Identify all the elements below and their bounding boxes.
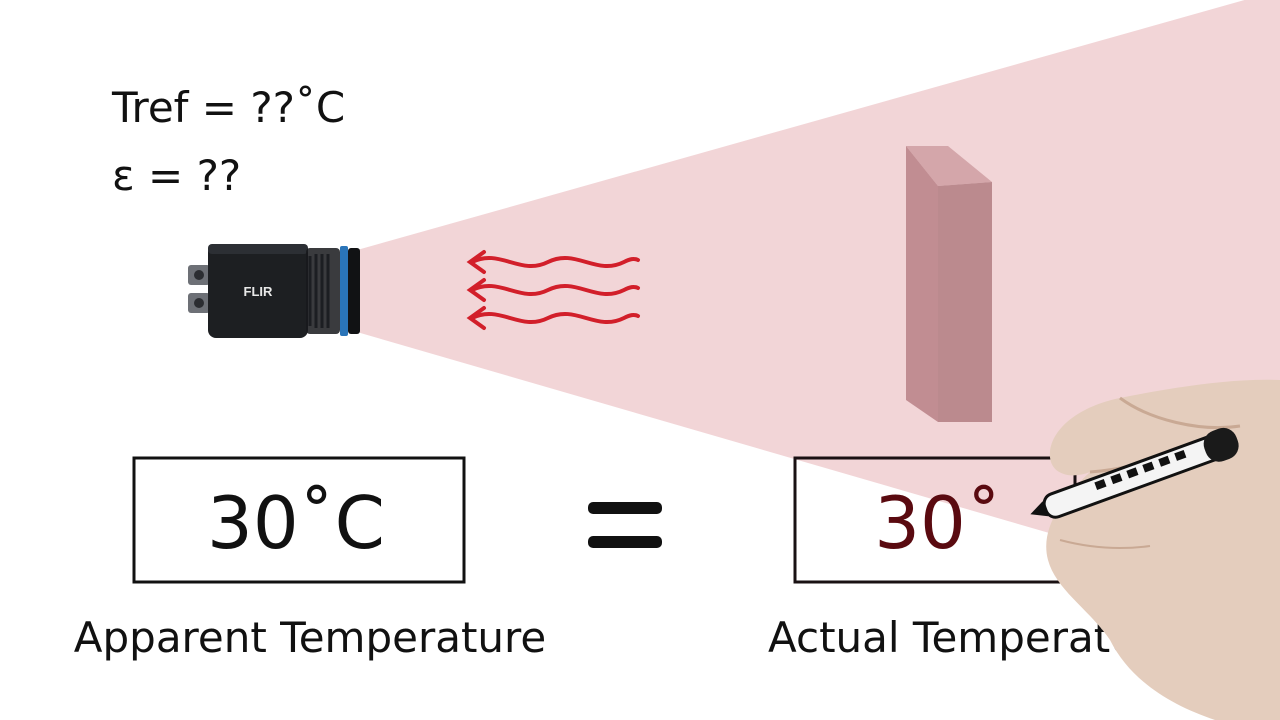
apparent-temperature-label: Apparent Temperature [74, 613, 546, 662]
wave-arrow-top [466, 250, 640, 274]
hand-skin [1046, 379, 1280, 720]
camera-blue-ring [340, 246, 348, 336]
equals-sign: = [588, 502, 662, 548]
thermal-camera: FLIR [188, 244, 360, 338]
hand-with-marker [1030, 379, 1280, 720]
marker-pen [1030, 427, 1239, 519]
apparent-temperature-box [132, 456, 466, 584]
target-object [906, 146, 992, 422]
camera-lens-front [348, 248, 360, 334]
radiation-waves [466, 250, 640, 330]
field-of-view-beam [350, 0, 1280, 600]
actual-temperature-value: 30˚ [874, 481, 1002, 565]
actual-temperature-label: Actual Temperatu [768, 613, 1137, 662]
camera-brand-logo: FLIR [244, 284, 273, 299]
wave-arrow-bottom [466, 306, 640, 330]
target-left-face [906, 146, 938, 422]
target-top-face [906, 146, 992, 186]
emissivity-parameter: ε = ?? [112, 151, 241, 200]
wave-arrow-middle [466, 278, 640, 302]
tref-parameter: Tref = ??˚C [111, 83, 345, 132]
camera-lens-housing [306, 248, 340, 334]
apparent-temperature-value: 30˚C [207, 481, 385, 565]
target-front-face [938, 182, 992, 422]
camera-body [208, 244, 308, 338]
